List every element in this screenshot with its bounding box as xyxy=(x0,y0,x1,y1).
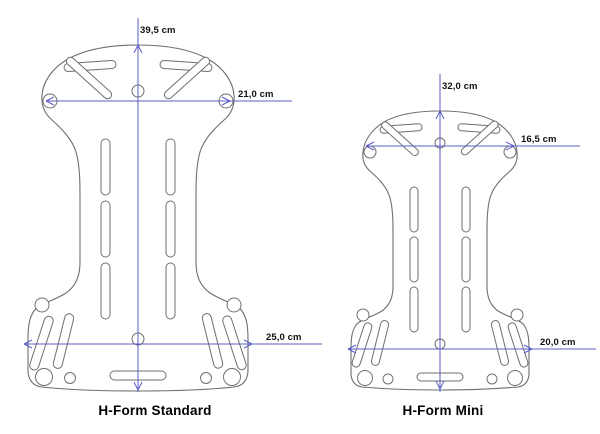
hip-diagonal-slot-left-outer xyxy=(29,315,54,371)
dimension-label-waist-mini: 20,0 cm xyxy=(540,337,576,348)
dimension-arrowhead-bottom-mini xyxy=(435,380,445,390)
dimension-arrowhead-top-mini xyxy=(435,110,445,120)
spine-slot-left-3-mini xyxy=(409,286,419,333)
hip-diagonal-slot-left-outer-mini xyxy=(351,322,373,368)
spine-slot-right-1-mini xyxy=(461,186,471,233)
dimension-waist-standard: 25,0 cm xyxy=(23,332,322,349)
dimension-waist-mini: 20,0 cm xyxy=(347,337,596,354)
dimension-label-waist-standard: 25,0 cm xyxy=(266,332,302,343)
hip-hole-top-left xyxy=(34,297,50,313)
dimension-shoulder-mini: 16,5 cm xyxy=(365,134,580,151)
dimension-arrowhead-top xyxy=(133,44,143,54)
hip-hole-bottom-left-mini xyxy=(357,370,373,386)
plate-title-standard: H-Form Standard xyxy=(98,403,211,418)
hip-diagonal-slot-left-inner-mini xyxy=(370,320,390,366)
hip-diagonal-slot-left-inner xyxy=(52,313,75,369)
spine-slot-left-1 xyxy=(100,138,111,196)
hip-hole-bottom-left xyxy=(35,368,53,386)
dimension-arrowhead-shoulder-right xyxy=(221,96,231,106)
hip-hole-top-right-mini xyxy=(510,308,524,322)
spine-slot-left-2 xyxy=(100,200,111,258)
plate-title-mini: H-Form Mini xyxy=(403,403,484,418)
hip-hole-top-left-mini xyxy=(356,308,370,322)
plate-mini: 32,0 cm 16,5 cm 20,0 cm H-Form Mini xyxy=(347,74,596,418)
spine-slot-right-1 xyxy=(165,138,176,196)
dimension-shoulder-standard: 21,0 cm xyxy=(45,89,292,106)
hip-hole-small-left xyxy=(64,372,76,384)
hip-hole-bottom-right-mini xyxy=(507,370,523,386)
shoulder-diagonal-slot-left xyxy=(65,56,113,100)
dimension-arrowhead-waist-right-mini xyxy=(523,344,533,354)
hip-hole-top-right xyxy=(226,297,242,313)
dimension-arrowhead-waist-left-mini xyxy=(347,344,357,354)
hip-hole-small-right-mini xyxy=(486,373,498,385)
dimension-arrowhead-shoulder-left-mini xyxy=(365,141,375,151)
dimension-height-standard: 39,5 cm xyxy=(133,18,176,392)
dimension-arrowhead-bottom xyxy=(133,381,143,391)
dimension-label-shoulder-mini: 16,5 cm xyxy=(521,134,557,145)
spine-slot-left-3 xyxy=(100,262,111,320)
dimension-arrowhead-shoulder-right-mini xyxy=(505,141,515,151)
hip-hole-bottom-right xyxy=(223,368,241,386)
spine-slot-right-2-mini xyxy=(461,236,471,283)
hip-hole-small-left-mini xyxy=(382,373,394,385)
spine-slot-left-2-mini xyxy=(409,236,419,283)
dimension-arrowhead-waist-left xyxy=(23,339,33,349)
shoulder-diagonal-slot-right xyxy=(163,56,211,100)
dimension-label-height-standard: 39,5 cm xyxy=(140,25,176,36)
dimension-label-shoulder-standard: 21,0 cm xyxy=(238,89,274,100)
spine-slot-right-2 xyxy=(165,200,176,258)
shoulder-diagonal-slot-left-mini xyxy=(381,121,419,157)
hip-diagonal-slot-right-inner xyxy=(201,313,224,369)
dimension-arrowhead-shoulder-left xyxy=(45,96,55,106)
dimension-arrowhead-waist-right xyxy=(243,339,253,349)
plate-standard: 39,5 cm 21,0 cm 25,0 cm H-Form Standard xyxy=(23,18,322,418)
hip-hole-small-right xyxy=(200,372,212,384)
spine-slot-right-3-mini xyxy=(461,286,471,333)
spine-slot-right-3 xyxy=(165,262,176,320)
hip-diagonal-slot-right-inner-mini xyxy=(490,320,510,366)
spine-slot-left-1-mini xyxy=(409,186,419,233)
hip-diagonal-slot-right-outer-mini xyxy=(507,322,529,368)
dimension-label-height-mini: 32,0 cm xyxy=(442,81,478,92)
dimension-height-mini: 32,0 cm xyxy=(435,74,478,392)
